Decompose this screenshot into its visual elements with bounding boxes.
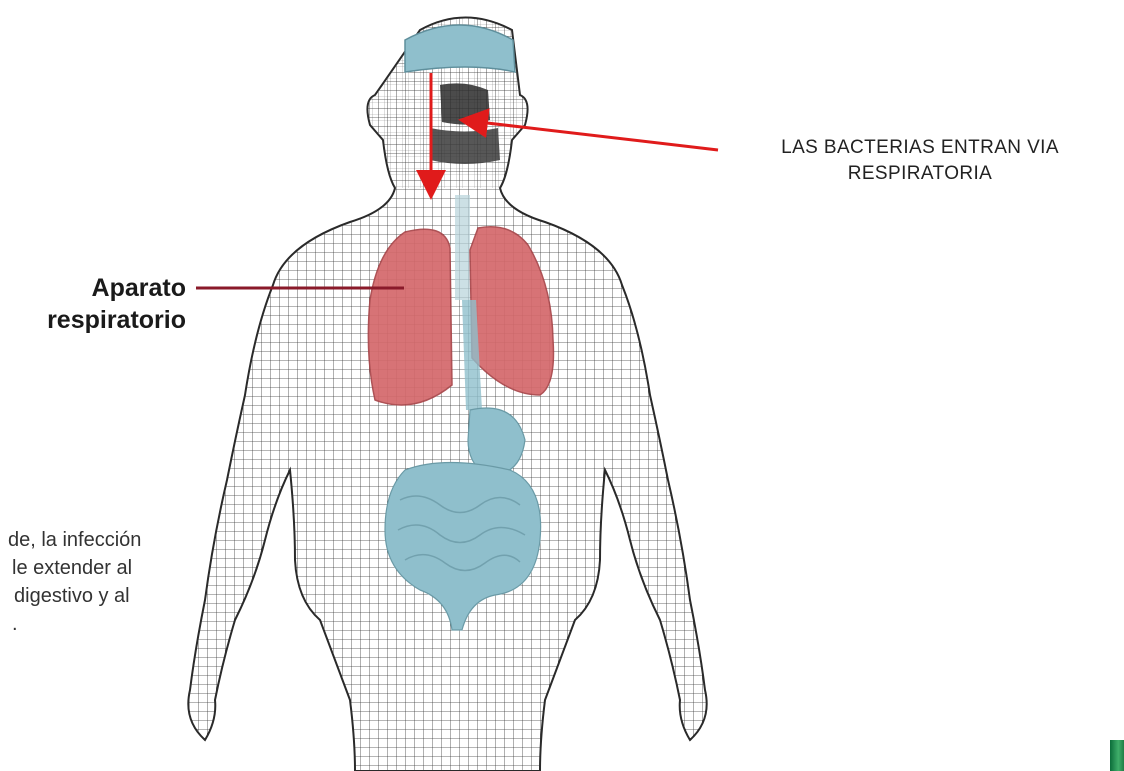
corner-logo-mark [1110,740,1124,771]
body-silhouette [188,18,706,771]
infection-note: de, la infección le extender al digestiv… [0,526,228,638]
mouth-cavity [430,128,500,164]
infection-line-3: digestivo y al [0,582,228,610]
bacteria-label-line-1: LAS BACTERIAS ENTRAN VIA [720,135,1120,161]
infection-line-2: le extender al [0,554,228,582]
nasal-cavity [440,83,490,124]
respiratory-label-line-2: respiratorio [47,304,186,336]
respiratory-system-label: Aparato respiratorio [47,272,186,336]
infection-line-1: de, la infección [0,526,228,554]
trachea [455,195,470,300]
respiratory-label-line-1: Aparato [47,272,186,304]
infection-line-4: . [0,610,228,638]
bacteria-label-line-2: RESPIRATORIA [720,161,1120,187]
bacteria-entry-label: LAS BACTERIAS ENTRAN VIA RESPIRATORIA [720,135,1120,187]
